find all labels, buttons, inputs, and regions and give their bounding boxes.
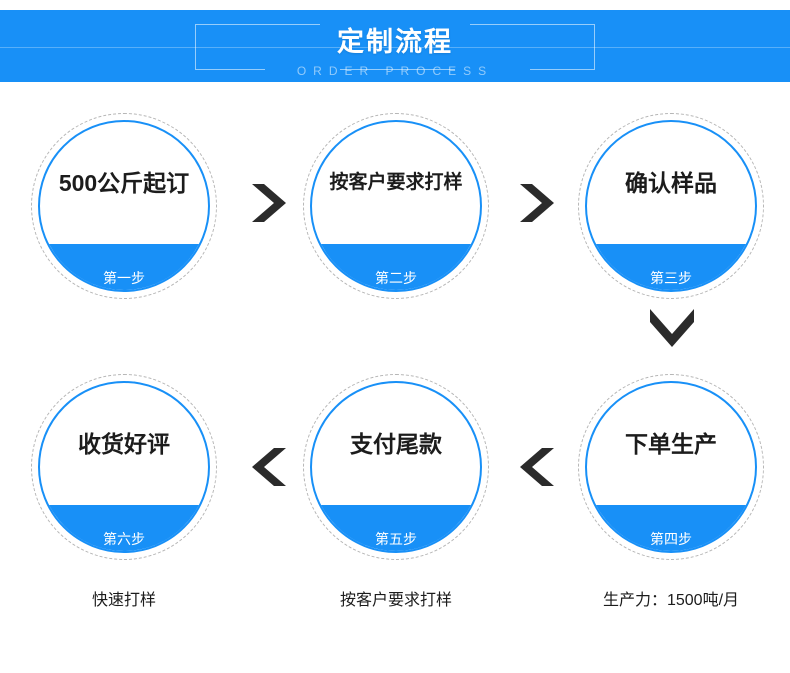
step-card-2[interactable]: 按客户要求打样 第二步 bbox=[303, 113, 489, 299]
step-card-4[interactable]: 下单生产 第四步 bbox=[578, 374, 764, 560]
step-label: 第五步 bbox=[375, 531, 417, 547]
step-fill-band bbox=[40, 244, 208, 290]
step-inner-circle bbox=[310, 120, 482, 292]
step-dashed-ring bbox=[578, 374, 764, 560]
page-header-band: 定制流程 ORDER PROCESS bbox=[0, 10, 790, 82]
step-fill-band bbox=[587, 244, 755, 290]
step-fill-band bbox=[587, 505, 755, 551]
caption-2: 按客户要求打样 bbox=[339, 592, 452, 609]
step-label: 第三步 bbox=[650, 270, 692, 286]
step-label: 第六步 bbox=[103, 531, 145, 547]
step-dashed-ring bbox=[31, 374, 217, 560]
step-dashed-ring bbox=[303, 113, 489, 299]
header-frame-gap-top bbox=[320, 20, 470, 30]
step-inner-circle bbox=[585, 120, 757, 292]
arrow-left-icon bbox=[510, 440, 564, 494]
caption-1: 快速打样 bbox=[91, 592, 156, 609]
caption-3: 生产力：1500吨/月 bbox=[602, 592, 740, 609]
step-title: 500公斤起订 bbox=[58, 170, 190, 196]
step-label: 第四步 bbox=[650, 531, 692, 547]
step-card-6[interactable]: 收货好评 第六步 bbox=[31, 374, 217, 560]
page-title: 定制流程 bbox=[337, 27, 453, 57]
arrow-right-icon bbox=[242, 176, 296, 230]
step-inner-circle bbox=[38, 120, 210, 292]
step-fill-band bbox=[40, 505, 208, 551]
step-label: 第一步 bbox=[103, 270, 145, 286]
step-title: 下单生产 bbox=[625, 431, 717, 457]
arrow-right-icon bbox=[510, 176, 564, 230]
step-fill-band bbox=[312, 244, 480, 290]
header-frame-gap-bottom-right bbox=[455, 64, 530, 76]
header-hairline bbox=[0, 47, 790, 48]
step-title: 收货好评 bbox=[78, 431, 170, 457]
step-dashed-ring bbox=[578, 113, 764, 299]
step-card-3[interactable]: 确认样品 第三步 bbox=[578, 113, 764, 299]
step-inner-circle bbox=[585, 381, 757, 553]
step-title: 确认样品 bbox=[625, 170, 717, 196]
arrow-down-icon bbox=[644, 305, 700, 353]
step-card-1[interactable]: 500公斤起订 第一步 bbox=[31, 113, 217, 299]
header-frame-gap-bottom-left bbox=[265, 64, 340, 76]
step-inner-circle bbox=[310, 381, 482, 553]
arrow-left-icon bbox=[242, 440, 296, 494]
step-inner-circle bbox=[38, 381, 210, 553]
step-title: 按客户要求打样 bbox=[329, 172, 463, 193]
step-title: 支付尾款 bbox=[350, 431, 442, 457]
step-card-5[interactable]: 支付尾款 第五步 bbox=[303, 374, 489, 560]
step-label: 第二步 bbox=[375, 270, 417, 286]
step-dashed-ring bbox=[303, 374, 489, 560]
step-dashed-ring bbox=[31, 113, 217, 299]
page-subtitle: ORDER PROCESS bbox=[296, 64, 494, 78]
step-fill-band bbox=[312, 505, 480, 551]
